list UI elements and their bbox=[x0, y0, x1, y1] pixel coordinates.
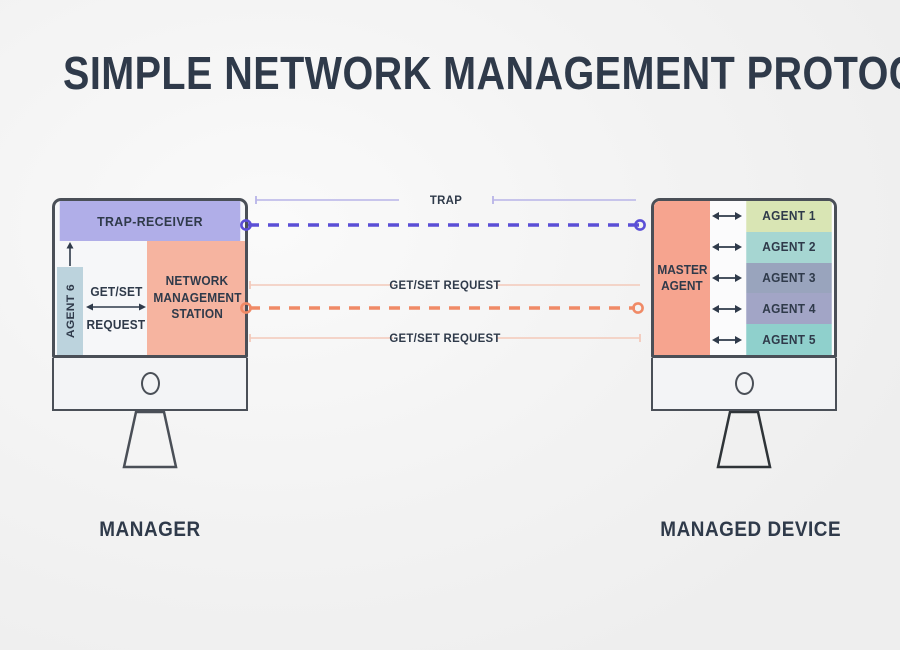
manager-getset-double-arrow-icon bbox=[85, 300, 147, 318]
page-title: SIMPLE NETWORK MANAGEMENT PROTOCOL bbox=[63, 47, 900, 99]
nms-line3: STATION bbox=[171, 307, 224, 322]
manager-monitor-chin bbox=[52, 358, 248, 411]
managed-device-screen: MASTER AGENT bbox=[651, 198, 837, 358]
manager-getset-line2: REQUEST bbox=[86, 318, 146, 332]
manager-monitor: TRAP-RECEIVER AGENT 6 bbox=[52, 198, 248, 541]
manager-screen: TRAP-RECEIVER AGENT 6 bbox=[52, 198, 248, 358]
master-agent-arrow-column bbox=[710, 201, 744, 355]
nms-line1: NETWORK bbox=[166, 273, 229, 288]
agents-column: AGENT 1 AGENT 2 AGENT 3 AGENT 4 AGENT 5 bbox=[744, 201, 834, 355]
agent-row[interactable]: AGENT 5 bbox=[746, 324, 832, 355]
managed-device-camera-icon bbox=[734, 372, 754, 395]
agent-row[interactable]: AGENT 2 bbox=[746, 231, 832, 263]
manager-label: MANAGER bbox=[99, 518, 201, 541]
agent-link-arrow-icon bbox=[710, 232, 744, 263]
trap-link-label: TRAP bbox=[429, 193, 463, 207]
manager-getset-line1: GET/SET bbox=[89, 284, 143, 299]
managed-device-monitor-stand bbox=[651, 410, 837, 473]
master-agent-line2: AGENT bbox=[661, 279, 703, 293]
getset-bottom-link-label: GET/SET REQUEST bbox=[389, 331, 501, 345]
getset-link-line bbox=[240, 302, 644, 314]
trap-link-line bbox=[240, 219, 646, 231]
agent-link-arrow-icon bbox=[710, 201, 744, 232]
manager-lower-area: AGENT 6 GET/SET REQUES bbox=[55, 241, 245, 355]
master-agent-block[interactable]: MASTER AGENT bbox=[654, 201, 710, 355]
manager-monitor-stand bbox=[52, 410, 248, 473]
managed-device-monitor: MASTER AGENT bbox=[651, 198, 841, 541]
agent6-label: AGENT 6 bbox=[63, 283, 77, 339]
agent-link-arrow-icon bbox=[710, 324, 744, 355]
agent-row[interactable]: AGENT 3 bbox=[746, 262, 832, 294]
agent-row[interactable]: AGENT 4 bbox=[746, 293, 832, 325]
network-management-station-block[interactable]: NETWORK MANAGEMENT STATION bbox=[147, 241, 245, 355]
managed-device-monitor-chin bbox=[651, 358, 837, 411]
agent-link-arrow-icon bbox=[710, 263, 744, 294]
trap-receiver-block[interactable]: TRAP-RECEIVER bbox=[59, 201, 241, 241]
manager-getset-group: GET/SET REQUEST bbox=[85, 241, 147, 355]
agent6-up-arrow-icon bbox=[55, 241, 85, 267]
getset-top-link-label: GET/SET REQUEST bbox=[389, 278, 501, 292]
agent-row[interactable]: AGENT 1 bbox=[746, 201, 832, 232]
master-agent-line1: MASTER bbox=[656, 262, 708, 277]
agent6-column: AGENT 6 bbox=[55, 241, 85, 355]
manager-camera-icon bbox=[140, 372, 160, 395]
agent-link-arrow-icon bbox=[710, 293, 744, 324]
nms-line2: MANAGEMENT bbox=[153, 290, 242, 305]
managed-device-label: MANAGED DEVICE bbox=[660, 518, 842, 541]
agent6-block[interactable]: AGENT 6 bbox=[57, 267, 83, 355]
